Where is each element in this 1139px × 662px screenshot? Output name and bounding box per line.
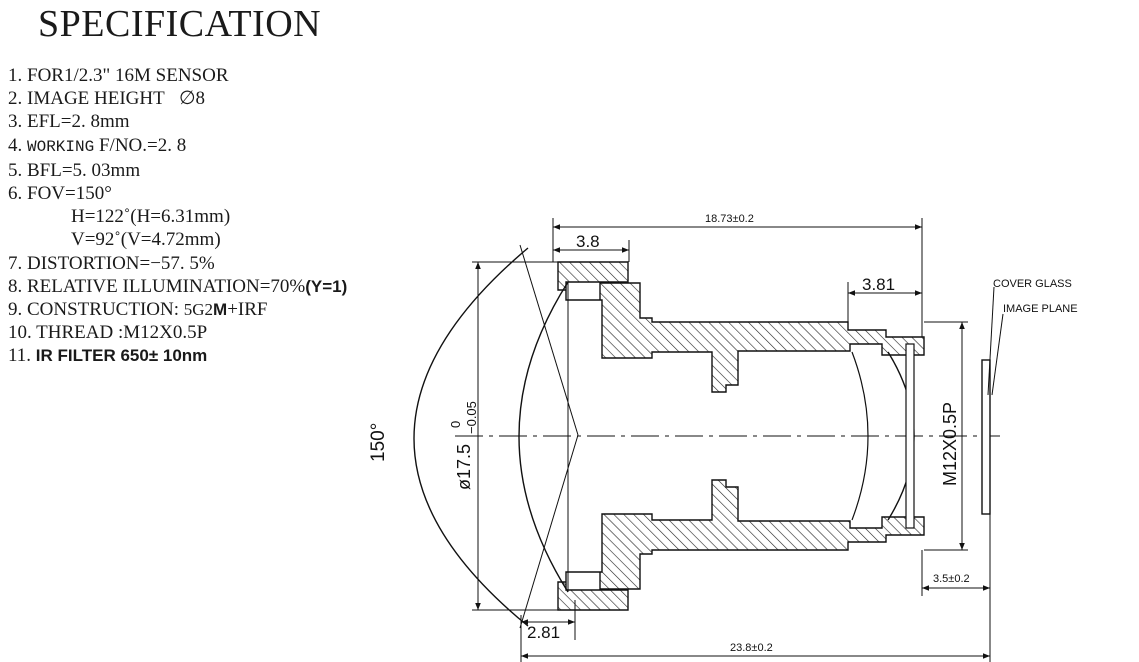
spec-item-3: 3. EFL=2. 8mm: [8, 110, 347, 133]
dim-rear: 3.81: [862, 275, 895, 294]
spec-num: 4.: [8, 134, 23, 156]
spec-item-4: 4. WORKING F/NO.=2. 8: [8, 134, 347, 159]
dim-diameter: ø17.5: [454, 444, 474, 490]
spec-text: IR FILTER 650± 10nm: [35, 346, 208, 366]
front-lens: [518, 281, 569, 593]
spec-num: 9.: [8, 299, 23, 321]
spec-item-6: 6. FOV=150°: [8, 182, 347, 205]
image-plane-leader: [991, 313, 1004, 396]
spec-value: ∅8: [178, 88, 206, 110]
cover-glass-label: COVER GLASS: [993, 278, 1072, 290]
spec-item-7: 7. DISTORTION=−57. 5%: [8, 252, 347, 275]
spec-list: 1. FOR1/2.3" 16M SENSOR 2. IMAGE HEIGHT …: [8, 64, 347, 368]
spec-item-1: 1. FOR1/2.3" 16M SENSOR: [8, 64, 347, 87]
dim-tol-upper: 0: [448, 421, 463, 428]
spec-item-5: 5. BFL=5. 03mm: [8, 159, 347, 182]
rear-lens-inner: [851, 351, 869, 521]
image-plane-label: IMAGE PLANE: [1003, 303, 1078, 315]
spec-value-m: M: [213, 300, 228, 320]
spec-item-10: 10. THREAD :M12X0.5P: [8, 321, 347, 344]
dim-angle: 150°: [368, 423, 389, 462]
spec-text: CONSTRUCTION:: [27, 299, 180, 321]
ir-filter: [905, 343, 915, 529]
barrel-bottom: [557, 479, 925, 611]
spec-num: 1.: [8, 65, 23, 86]
dim-thread: M12X0.5P: [940, 402, 960, 486]
spec-num: 7.: [8, 252, 23, 274]
spec-text: THREAD :M12X0.5P: [36, 322, 208, 344]
spec-item-9: 9. CONSTRUCTION: 5G2M+IRF: [8, 298, 347, 321]
barrel-top: [557, 261, 925, 393]
dim-tol-lower: −0.05: [464, 401, 479, 434]
spec-num: 10.: [8, 322, 32, 344]
spec-value-rest: +IRF: [227, 299, 268, 321]
dim-overall: 23.8±0.2: [730, 642, 773, 654]
spec-num: 5.: [8, 159, 23, 181]
dim-flange: 3.5±0.2: [933, 573, 970, 585]
spec-num: 3.: [8, 111, 23, 133]
spec-suffix: (Y=1): [305, 276, 348, 296]
cover-glass: [981, 359, 991, 515]
spec-text: BFL=5. 03mm: [27, 159, 141, 181]
page-title: SPECIFICATION: [38, 3, 322, 45]
dim-front: 3.8: [576, 232, 600, 251]
spec-text: F/NO.=2. 8: [98, 134, 187, 156]
dim-total-length: 18.73±0.2: [705, 213, 754, 225]
fov-arc: [413, 247, 529, 627]
spec-text: FOR1/2.3" 16M SENSOR: [27, 65, 229, 86]
spec-num: 6.: [8, 183, 23, 205]
spec-num: 2.: [8, 88, 23, 110]
spec-item-11: 11. IR FILTER 650± 10nm: [8, 344, 347, 367]
spec-num: 8.: [8, 275, 23, 297]
spec-label: WORKING: [27, 137, 95, 156]
spec-text: FOV=150°: [27, 183, 112, 205]
spec-item-8: 8. RELATIVE ILLUMINATION=70%(Y=1): [8, 275, 347, 298]
spec-num: 11.: [8, 345, 32, 367]
spec-item-6-h: H=122˚(H=6.31mm): [71, 206, 231, 228]
spec-text: RELATIVE ILLUMINATION=70%: [27, 275, 306, 297]
spec-text: EFL=2. 8mm: [27, 111, 130, 133]
spec-text: DISTORTION=−57. 5%: [27, 252, 215, 274]
spec-value: 5G2: [183, 300, 214, 320]
spec-item-2: 2. IMAGE HEIGHT ∅8: [8, 87, 347, 110]
spec-item-6-v: V=92˚(V=4.72mm): [71, 229, 221, 251]
dim-lens-offset: 2.81: [527, 623, 560, 642]
cover-glass-leader: [987, 286, 995, 396]
spec-text: IMAGE HEIGHT: [27, 88, 165, 110]
